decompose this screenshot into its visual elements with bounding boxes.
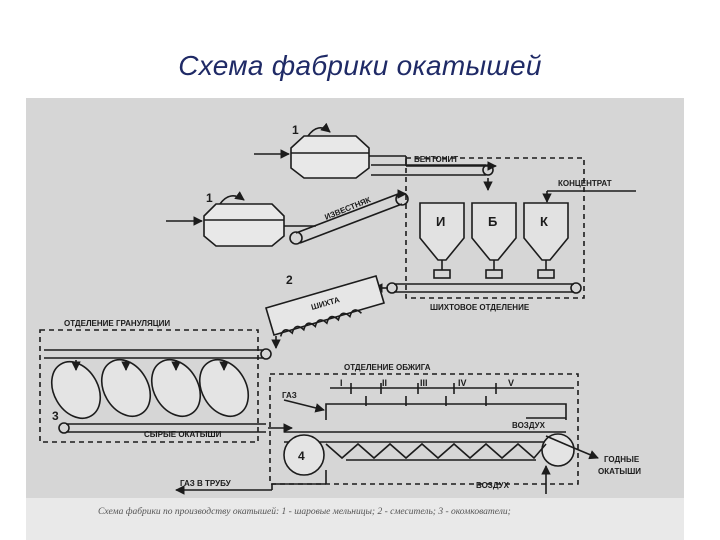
granulation-feed-conveyor: [44, 348, 272, 360]
air-top-label: ВОЗДУХ: [512, 421, 546, 430]
charge-department-label: ШИХТОВОЕ ОТДЕЛЕНИЕ: [430, 303, 530, 312]
mixer-number: 2: [286, 273, 293, 287]
pallet-strand: [283, 431, 599, 476]
wind-boxes: [175, 442, 551, 495]
gas-label: ГАЗ: [282, 391, 297, 400]
machine-number: 4: [298, 449, 305, 463]
granulation-department-box: [39, 329, 259, 443]
mill-bottom-number: 1: [206, 191, 213, 205]
bin-k-label: К: [540, 214, 548, 229]
bin-i-label: И: [436, 214, 445, 229]
bentonite-conveyor: [371, 164, 494, 191]
zone-4-label: IV: [458, 378, 467, 388]
zone-3-label: III: [420, 378, 428, 388]
pelletizer-number: 3: [52, 409, 59, 423]
gas-to-pipe-label: ГАЗ В ТРУБУ: [180, 479, 232, 488]
pelletizers: [50, 358, 250, 420]
zone-1-label: I: [340, 378, 343, 388]
bin-b-label: Б: [488, 214, 497, 229]
slide-title: Схема фабрики окатышей: [178, 50, 542, 81]
diagram-caption: Схема фабрики по производству окатышей: …: [98, 507, 511, 517]
diagram-scan: 1 1 2 3 4 БЕНТОНИТ ИЗВЕСТНЯК КОНЦЕНТРАТ …: [26, 98, 684, 540]
firing-department-label: ОТДЕЛЕНИЕ ОБЖИГА: [344, 363, 431, 372]
finished-pellets-label-1: ГОДНЫЕ: [604, 455, 640, 464]
green-pellets-label: СЫРЫЕ ОКАТЫШИ: [144, 430, 222, 439]
caption-strip: [26, 498, 684, 540]
zone-2-label: II: [382, 378, 387, 388]
ball-mill-bottom: [166, 191, 316, 247]
ball-mill-top: [254, 122, 497, 179]
pellet-plant-diagram: 1 1 2 3 4 БЕНТОНИТ ИЗВЕСТНЯК КОНЦЕНТРАТ …: [39, 122, 641, 495]
hood-zones: [325, 383, 574, 420]
bins: [419, 202, 569, 279]
zone-5-label: V: [508, 378, 514, 388]
mixer: [265, 275, 385, 349]
charge-department-box: [405, 157, 585, 299]
firing-department-box: [269, 373, 579, 485]
mill-top-number: 1: [292, 123, 299, 137]
limestone-conveyor: [289, 189, 409, 245]
charge-collecting-conveyor: [373, 282, 582, 294]
green-pellet-conveyor: [58, 422, 293, 434]
concentrate-label: КОНЦЕНТРАТ: [558, 179, 612, 188]
air-bottom-label: ВОЗДУХ: [476, 481, 510, 490]
bentonite-label: БЕНТОНИТ: [414, 155, 458, 164]
granulation-department-label: ОТДЕЛЕНИЕ ГРАНУЛЯЦИИ: [64, 319, 170, 328]
finished-pellets-label-2: ОКАТЫШИ: [598, 467, 641, 476]
